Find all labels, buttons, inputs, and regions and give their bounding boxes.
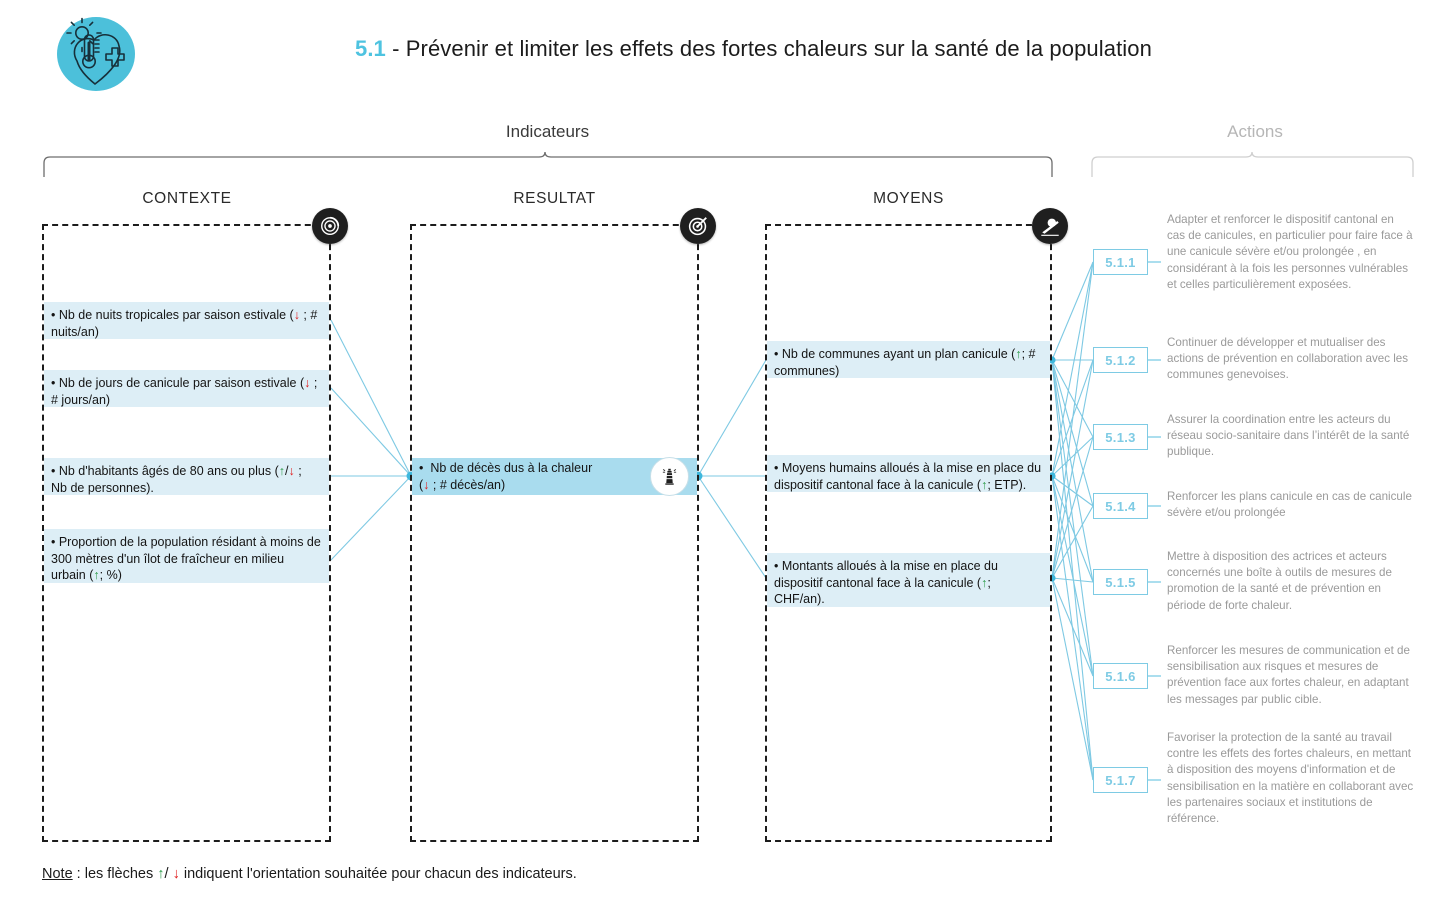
action-text-5-1-5: Mettre à disposition des actrices et act… bbox=[1167, 550, 1392, 612]
arrow-up-icon: ↑ bbox=[981, 575, 988, 590]
lighthouse-icon bbox=[650, 457, 689, 496]
action-text-5-1-3: Assurer la coordination entre les acteur… bbox=[1167, 413, 1410, 459]
action-text-5-1-1: Adapter et renforcer le dispositif canto… bbox=[1167, 213, 1413, 291]
indicator-chip: • Proportion de la population résidant à… bbox=[44, 529, 329, 583]
group-label-actions: Actions bbox=[1227, 122, 1283, 141]
indicator-chip: • Nb de décès dus à la chaleur(↓ ; # déc… bbox=[412, 458, 697, 495]
action-code-5-1-6[interactable]: 5.1.6 bbox=[1093, 663, 1148, 689]
arrow-down-icon: ↓ bbox=[304, 376, 311, 390]
page-title-text: - Prévenir et limiter les effets des for… bbox=[392, 36, 1152, 61]
group-label-indicateurs: Indicateurs bbox=[505, 122, 590, 141]
footer-note: Note : les flèches ↑/ ↓ indiquent l'orie… bbox=[42, 866, 577, 882]
arrow-down-icon: ↓ bbox=[423, 477, 430, 492]
lever-ramp-icon bbox=[1032, 208, 1068, 244]
brace-actions bbox=[1090, 152, 1415, 178]
indicator-chip: • Nb de communes ayant un plan canicule … bbox=[767, 341, 1050, 378]
action-code-5-1-5[interactable]: 5.1.5 bbox=[1093, 569, 1148, 595]
action-text-5-1-6: Renforcer les mesures de communication e… bbox=[1167, 644, 1410, 706]
arrow-up-icon: ↑ bbox=[278, 464, 285, 478]
action-text-5-1-4: Renforcer les plans canicule en cas de c… bbox=[1167, 490, 1412, 520]
target-icon bbox=[680, 208, 716, 244]
column-heading-moyens: MOYENS bbox=[873, 190, 944, 207]
action-text-5-1-7: Favoriser la protection de la santé au t… bbox=[1167, 731, 1414, 826]
arrow-up-icon: ↑ bbox=[157, 866, 165, 882]
footer-note-label: Note bbox=[42, 866, 73, 882]
column-box-contexte bbox=[42, 224, 331, 842]
action-code-5-1-7[interactable]: 5.1.7 bbox=[1093, 767, 1148, 793]
page-title-number: 5.1 bbox=[355, 36, 386, 61]
arrow-down-icon: ↓ bbox=[293, 308, 300, 322]
sun-thermometer-heart-cross-icon bbox=[51, 14, 139, 94]
indicator-chip: • Moyens humains alloués à la mise en pl… bbox=[767, 455, 1050, 492]
column-box-moyens bbox=[765, 224, 1052, 842]
brace-indicateurs bbox=[42, 152, 1054, 178]
radar-icon bbox=[312, 208, 348, 244]
indicator-chip: • Nb de jours de canicule par saison est… bbox=[44, 370, 329, 407]
action-code-5-1-3[interactable]: 5.1.3 bbox=[1093, 424, 1148, 450]
column-box-resultat bbox=[410, 224, 699, 842]
indicator-chip: • Montants alloués à la mise en place du… bbox=[767, 553, 1050, 607]
indicator-chip: • Nb d'habitants âgés de 80 ans ou plus … bbox=[44, 458, 329, 495]
arrow-up-icon: ↑ bbox=[981, 477, 988, 492]
arrow-up-icon: ↑ bbox=[93, 568, 100, 582]
page-title: 5.1 - Prévenir et limiter les effets des… bbox=[355, 36, 1152, 62]
action-text-5-1-2: Continuer de développer et mutualiser de… bbox=[1167, 336, 1409, 382]
action-code-5-1-4[interactable]: 5.1.4 bbox=[1093, 493, 1148, 519]
action-code-5-1-1[interactable]: 5.1.1 bbox=[1093, 249, 1148, 275]
arrow-up-icon: ↑ bbox=[1015, 347, 1022, 361]
column-heading-resultat: RESULTAT bbox=[513, 190, 596, 207]
action-code-5-1-2[interactable]: 5.1.2 bbox=[1093, 347, 1148, 373]
arrow-down-icon: ↓ bbox=[172, 866, 180, 882]
column-heading-contexte: CONTEXTE bbox=[142, 190, 232, 207]
indicator-chip: • Nb de nuits tropicales par saison esti… bbox=[44, 302, 329, 339]
arrow-down-icon: ↓ bbox=[288, 464, 295, 478]
